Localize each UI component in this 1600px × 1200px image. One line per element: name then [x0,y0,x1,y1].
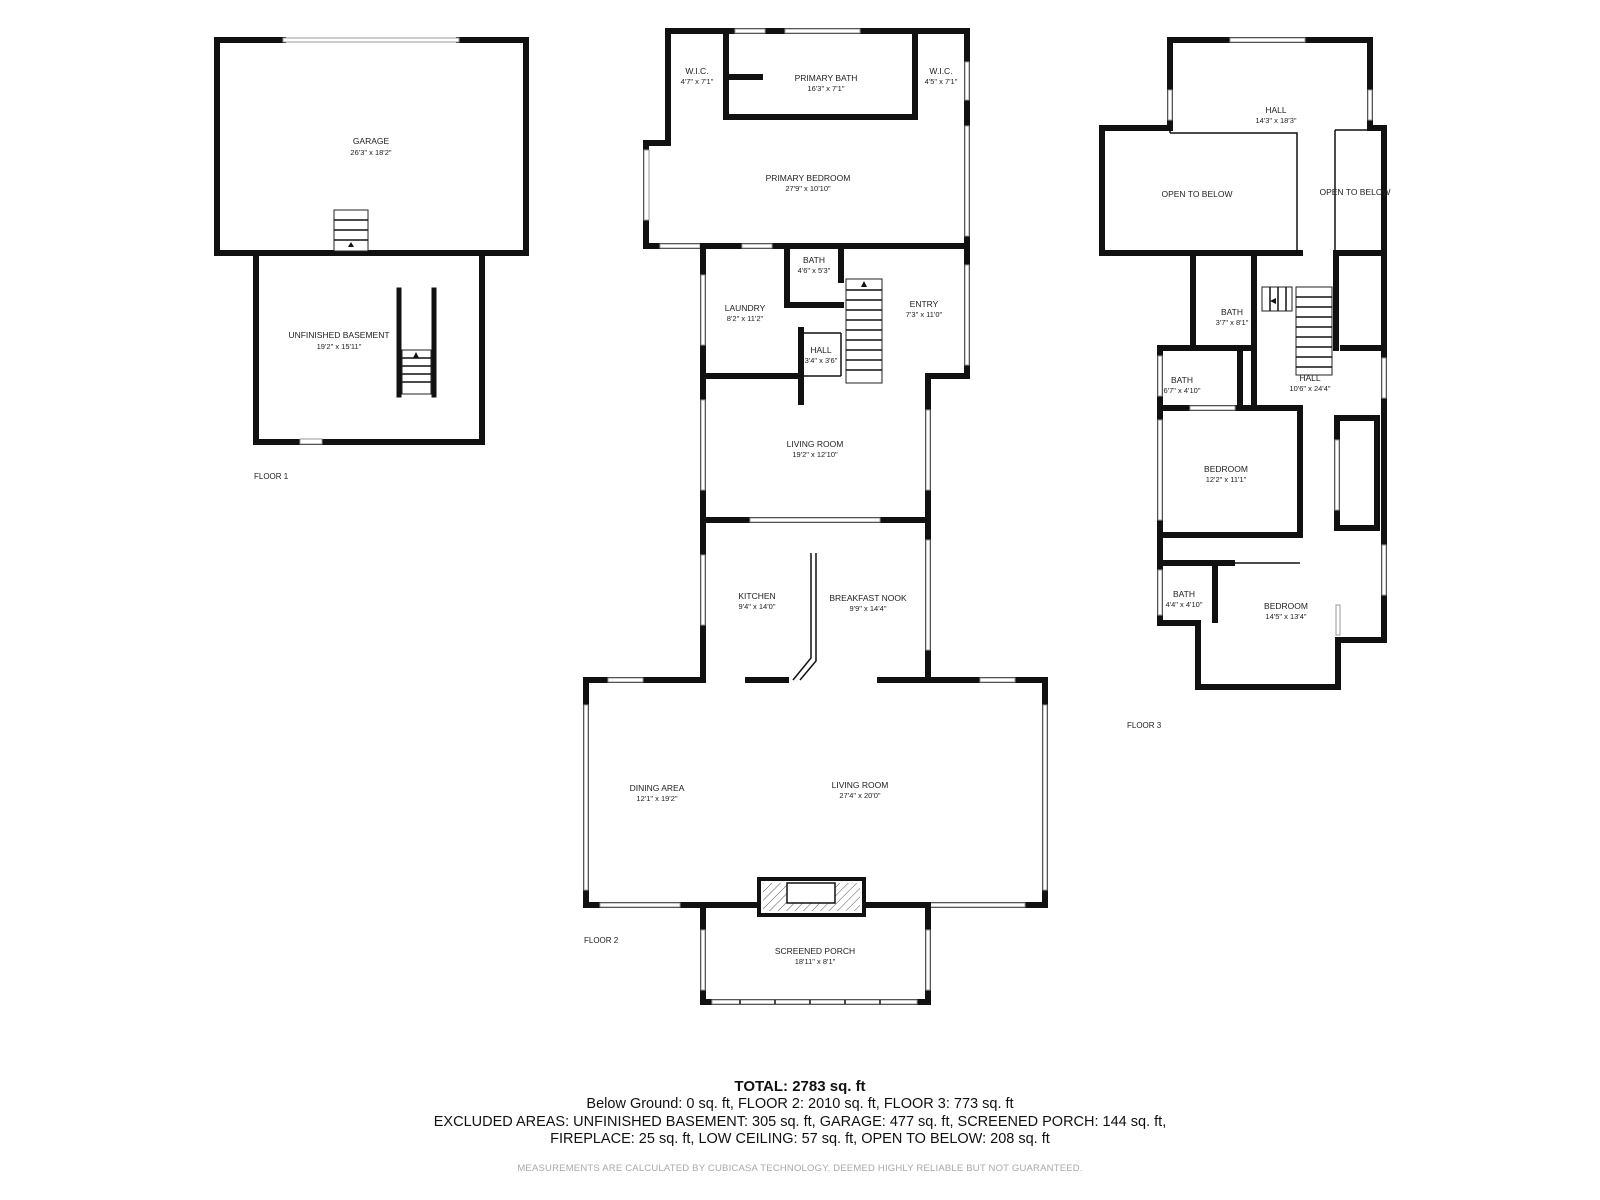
bath-walls [784,243,844,308]
open-to-below-left-label: OPEN TO BELOW [1161,189,1232,199]
garage-door-opening [282,37,460,43]
living-upper-label: LIVING ROOM [787,439,844,449]
dining-area-dimensions: 12'1" x 19'2" [636,794,677,803]
bath-dimensions: 4'6" x 5'3" [798,266,831,275]
garage-label: GARAGE [353,136,390,146]
floor-3-bedroom-a-dimensions: 12'2" x 11'1" [1206,475,1247,484]
hall-dimensions: 3'4" x 3'6" [805,356,838,365]
floor-3-bath-c-dimensions: 4'4" x 4'10" [1166,600,1203,609]
open-to-below-right-label: OPEN TO BELOW [1319,187,1390,197]
floor-3-hall-top-dimensions: 14'3" x 18'3" [1255,116,1296,125]
excluded-areas-line-2: FIREPLACE: 25 sq. ft, LOW CEILING: 57 sq… [550,1131,1050,1147]
area-breakdown: Below Ground: 0 sq. ft, FLOOR 2: 2010 sq… [586,1096,1014,1112]
bath-label: BATH [803,255,825,265]
open-to-below-right-walls [1333,125,1387,256]
floor-2-label: FLOOR 2 [584,936,619,945]
laundry-label: LAUNDRY [725,303,766,313]
screened-porch-label: SCREENED PORCH [775,946,855,956]
garage-stairs [333,209,369,252]
breakfast-nook-dimensions: 9'9" x 14'4" [850,604,887,613]
floor-3-plan: HALL 14'3" x 18'3" OPEN TO BELOW OPEN TO… [1099,37,1391,730]
floor-3-bath-b-label: BATH [1171,375,1193,385]
total-area: TOTAL: 2783 sq. ft [734,1078,866,1095]
wic-right-dimensions: 4'5" x 7'1" [925,77,958,86]
floor-3-label: FLOOR 3 [1127,721,1162,730]
basement-window [299,438,323,445]
floor-1-plan: GARAGE 26'3" x 18'2" UNFINISHED BASEMENT… [214,37,529,481]
basement-label: UNFINISHED BASEMENT [288,330,389,340]
dining-area-label: DINING AREA [630,783,685,793]
floor-3-hall-top-label: HALL [1265,105,1287,115]
floor-2-plan: W.I.C. 4'7" x 7'1" PRIMARY BATH 16'3" x … [583,28,1048,1005]
floor-3-bath-a-dimensions: 3'7" x 8'1" [1216,318,1249,327]
primary-bath-label: PRIMARY BATH [795,73,858,83]
breakfast-nook-label: BREAKFAST NOOK [829,593,907,603]
screened-porch-dimensions: 18'11" x 8'1" [795,957,836,966]
floor-3-bath-a-label: BATH [1221,307,1243,317]
primary-bedroom-label: PRIMARY BEDROOM [766,173,851,183]
floor-3-bath-c-label: BATH [1173,589,1195,599]
floor-3-bath-b-dimensions: 6'7" x 4'10" [1164,386,1201,395]
basement-stairs [396,287,437,398]
area-summary: TOTAL: 2783 sq. ft Below Ground: 0 sq. f… [0,1078,1600,1149]
floor-3-bedroom-a-label: BEDROOM [1204,464,1248,474]
living-main-label: LIVING ROOM [832,780,889,790]
open-to-below-left-walls [1099,125,1303,256]
living-upper-dimensions: 19'2" x 12'10" [792,450,838,459]
kitchen-counter [792,553,817,681]
wic-left-dimensions: 4'7" x 7'1" [681,77,714,86]
living-main-dimensions: 27'4" x 20'0" [839,791,880,800]
entry-dimensions: 7'3" x 11'0" [906,310,943,319]
wic-right-label: W.I.C. [929,66,952,76]
primary-bedroom-dimensions: 27'9" x 10'10" [785,184,831,193]
garage-walls [214,37,529,256]
excluded-areas-line-1: EXCLUDED AREAS: UNFINISHED BASEMENT: 305… [433,1113,1167,1130]
garage-dimensions: 26'3" x 18'2" [350,148,391,157]
wic-left-label: W.I.C. [685,66,708,76]
kitchen-dimensions: 9'4" x 14'0" [739,602,776,611]
floor-3-bedroom-b-dimensions: 14'5" x 13'4" [1265,612,1306,621]
fireplace [757,877,866,917]
laundry-dimensions: 8'2" x 11'2" [727,314,764,323]
entry-label: ENTRY [910,299,939,309]
primary-bath-dimensions: 16'3" x 7'1" [808,84,845,93]
kitchen-label: KITCHEN [738,591,775,601]
floor-3-hall-mid-label: HALL [1299,373,1321,383]
basement-dimensions: 19'2" x 15'11" [317,342,362,351]
hall-label: HALL [810,345,832,355]
basement-walls [253,250,485,445]
measurement-disclaimer: MEASUREMENTS ARE CALCULATED BY CUBICASA … [517,1163,1083,1174]
floor-3-bedroom-b-label: BEDROOM [1264,601,1308,611]
floor-2-stairs [845,278,883,384]
floor-3-stairs [1261,286,1333,376]
floor-3-bath-c-walls [1157,532,1235,626]
floor-1-label: FLOOR 1 [254,472,289,481]
floor-3-hall-mid-dimensions: 10'6" x 24'4" [1289,384,1330,393]
floor-3-bedroom-b-walls [1195,525,1387,690]
